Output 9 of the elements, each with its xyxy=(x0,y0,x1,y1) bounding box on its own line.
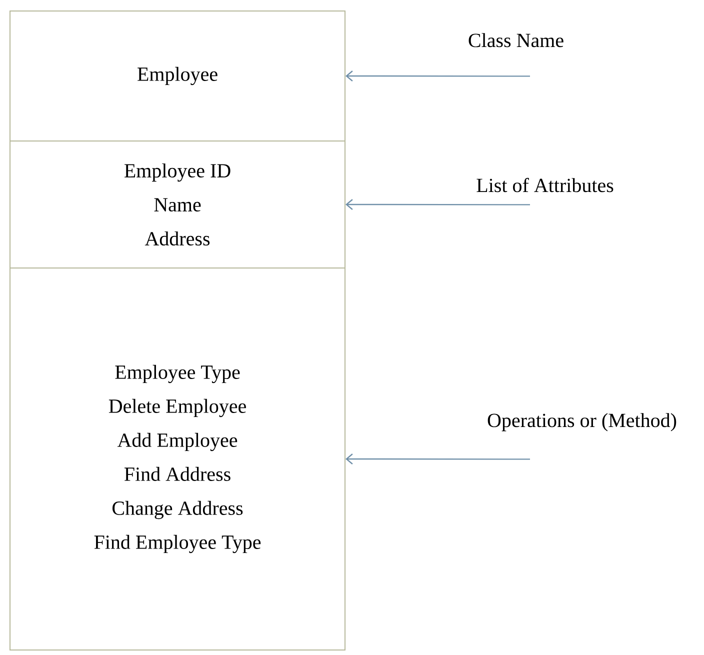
callout-label: List of Attributes xyxy=(476,178,614,192)
callout-label: Class Name xyxy=(468,33,564,48)
arrow xyxy=(346,70,530,82)
arrow xyxy=(346,199,530,210)
class-compartment: Employee ID Name Address xyxy=(10,140,346,268)
class-compartment: Employee Type Delete Employee Add Employee Find Address Change Address Find Employee Type xyxy=(10,268,346,650)
arrow xyxy=(346,454,530,464)
class-compartment: Employee xyxy=(10,10,346,142)
callout-label: Operations or (Method) xyxy=(488,413,676,432)
